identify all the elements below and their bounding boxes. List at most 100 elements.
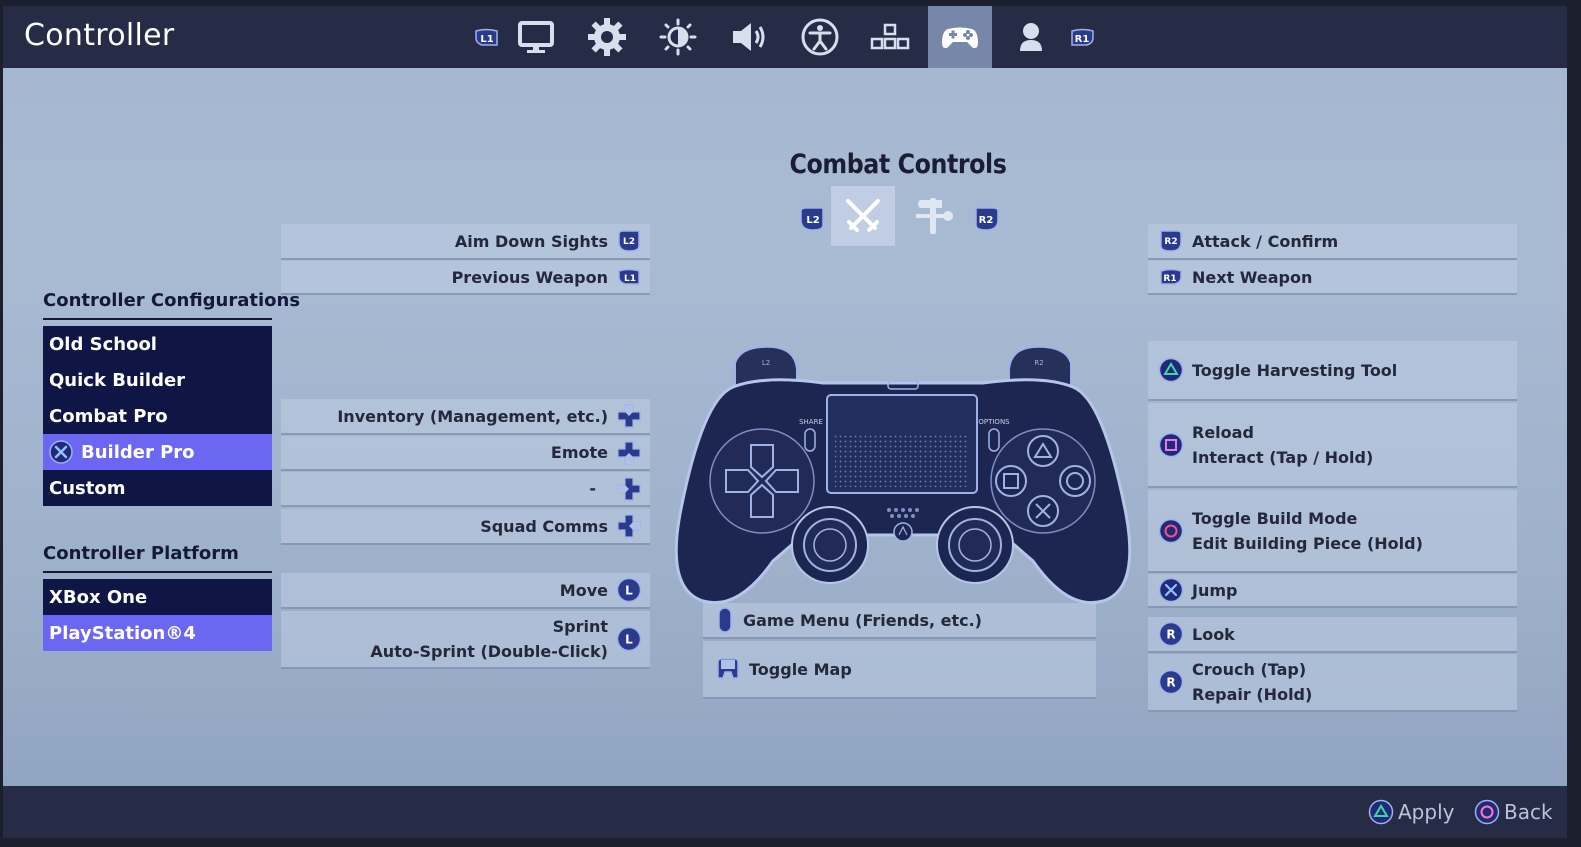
config-quick-builder[interactable]: Quick Builder (43, 362, 272, 398)
tab-display[interactable] (504, 6, 568, 68)
config-builder-pro[interactable]: Builder Pro (43, 434, 272, 470)
binding-toggle-harvesting-tool[interactable]: Toggle Harvesting Tool (1148, 341, 1517, 401)
l2-diagram-label: L2 (762, 359, 770, 367)
config-combat-pro[interactable]: Combat Pro (43, 398, 272, 434)
binding-aim-down-sights[interactable]: Aim Down Sights L2 (281, 224, 650, 260)
tab-accessibility[interactable] (788, 6, 852, 68)
gamepad-icon (942, 27, 978, 49)
r2-label: R2 (979, 215, 994, 226)
binding-emote[interactable]: Emote (281, 436, 650, 471)
l1-shoulder-icon[interactable]: L1 (472, 28, 500, 48)
svg-text:R2: R2 (1164, 237, 1177, 247)
binding-inventory[interactable]: Inventory (Management, etc.) (281, 399, 650, 435)
config-old-school[interactable]: Old School (43, 326, 272, 362)
dpad-right-icon (616, 513, 642, 539)
platform-title: Controller Platform (43, 543, 239, 564)
binding-label: Attack / Confirm (1192, 231, 1339, 251)
binding-toggle-map[interactable]: Toggle Map (703, 641, 1096, 699)
keyboard-icon (870, 23, 910, 50)
accessibility-icon (801, 18, 839, 56)
tab-account[interactable] (999, 6, 1063, 68)
options-label: OPTIONS (978, 418, 1010, 426)
binding-label: Aim Down Sights (454, 231, 608, 251)
tab-combat[interactable] (831, 186, 895, 246)
svg-text:R: R (1166, 628, 1175, 642)
binding-label: Look (1192, 624, 1235, 644)
circle-button-icon (1158, 518, 1184, 544)
r1-label: R1 (1075, 34, 1090, 45)
controller-diagram: L2 L1 R2 R1 SHARE OPTIONS (674, 345, 1132, 605)
r2-trigger-icon[interactable]: R2 (973, 206, 1001, 232)
options-button-icon (715, 606, 735, 634)
platform-label: PlayStation®4 (49, 622, 196, 644)
bottom-bar: Apply Back (3, 786, 1567, 838)
apply-button[interactable]: Apply (1368, 799, 1454, 825)
tab-settings[interactable] (575, 6, 639, 68)
dpad-left-icon (616, 476, 642, 502)
config-label: Custom (49, 477, 126, 499)
brightness-icon (659, 18, 697, 56)
binding-move[interactable]: Move L (281, 573, 650, 609)
binding-crouch-repair[interactable]: R Crouch (Tap)Repair (Hold) (1148, 654, 1517, 712)
screen: Controller L1 (3, 6, 1567, 838)
r1-shoulder-icon[interactable]: R1 (1069, 28, 1097, 48)
top-bar: Controller L1 (3, 6, 1567, 68)
l2-trigger-icon[interactable]: L2 (798, 206, 826, 232)
square-button-icon (1158, 432, 1184, 458)
triangle-button-icon (1368, 799, 1394, 825)
hammer-wrench-icon (916, 198, 953, 234)
gear-icon (588, 18, 626, 56)
binding-label-line1: Reload (1192, 422, 1254, 442)
config-label: Old School (49, 333, 157, 355)
binding-squad-comms[interactable]: Squad Comms (281, 509, 650, 545)
binding-label-line2: Repair (Hold) (1192, 685, 1313, 704)
binding-attack-confirm[interactable]: R2 Attack / Confirm (1148, 224, 1517, 260)
binding-label-line1: Sprint (552, 617, 608, 636)
binding-look[interactable]: R Look (1148, 617, 1517, 653)
binding-next-weapon[interactable]: R1 Next Weapon (1148, 261, 1517, 295)
binding-game-menu[interactable]: Game Menu (Friends, etc.) (703, 603, 1096, 639)
binding-label-line2: Edit Building Piece (Hold) (1192, 533, 1423, 553)
page-title: Controller (24, 18, 175, 53)
tab-controller[interactable] (928, 6, 992, 68)
platform-xbox-one[interactable]: XBox One (43, 579, 272, 615)
tab-building[interactable] (902, 186, 966, 246)
svg-text:L: L (625, 584, 633, 598)
config-label: Quick Builder (49, 369, 186, 391)
binding-previous-weapon[interactable]: Previous Weapon L1 (281, 261, 650, 295)
binding-dpad-left[interactable]: - (281, 472, 650, 507)
dpad-down-icon (616, 440, 642, 466)
config-custom[interactable]: Custom (43, 470, 272, 506)
platform-playstation-4[interactable]: PlayStation®4 (43, 615, 272, 651)
right-stick-icon: R (1158, 669, 1184, 695)
binding-jump[interactable]: Jump (1148, 574, 1517, 608)
svg-text:L: L (625, 633, 633, 647)
left-stick-icon: L (616, 577, 642, 603)
binding-label: Toggle Map (749, 659, 852, 679)
tab-audio[interactable] (717, 6, 781, 68)
r2-diagram-label: R2 (1034, 359, 1043, 367)
back-button[interactable]: Back (1474, 799, 1553, 825)
tab-brightness[interactable] (646, 6, 710, 68)
platform-list: XBox One PlayStation®4 (43, 579, 272, 651)
l2-button-icon: L2 (616, 229, 642, 253)
binding-label: Crouch (Tap)Repair (Hold) (1192, 657, 1312, 707)
configurations-list: Old School Quick Builder Combat Pro Buil… (43, 326, 272, 506)
section-title: Combat Controls (789, 149, 1007, 180)
config-label: Builder Pro (81, 441, 195, 463)
platform-label: XBox One (49, 586, 148, 608)
left-stick-icon: L (616, 626, 642, 652)
l1-label: L1 (480, 34, 493, 45)
binding-label: Toggle Harvesting Tool (1192, 360, 1398, 380)
cross-button-icon (1158, 577, 1184, 603)
binding-label: - (589, 479, 596, 498)
configurations-divider (43, 318, 272, 320)
circle-button-icon (1474, 799, 1500, 825)
tab-input[interactable] (858, 6, 922, 68)
